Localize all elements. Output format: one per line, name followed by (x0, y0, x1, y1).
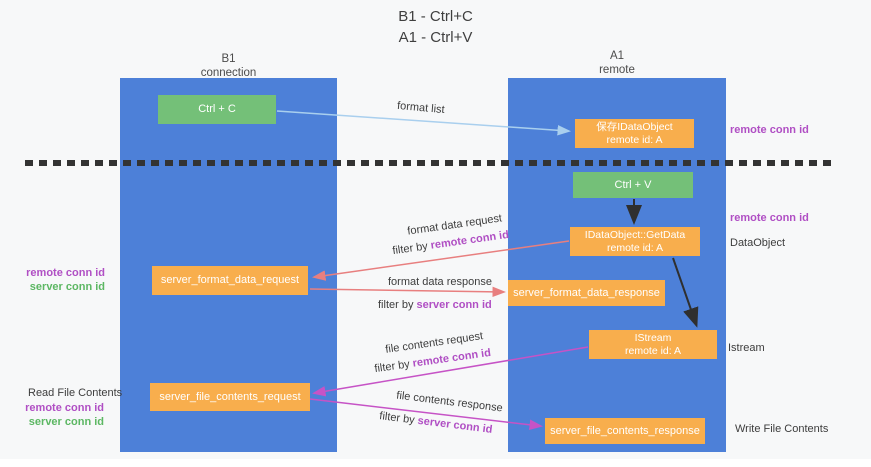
ctrl-v-label: Ctrl + V (614, 178, 652, 191)
getdata-line1: IDataObject::GetData (584, 228, 686, 241)
save-idataobject-line1: 保存IDataObject (596, 120, 673, 133)
node-idataobject-getdata: IDataObject::GetData remote id: A (570, 227, 700, 256)
filter-by-text: filter by (373, 358, 411, 376)
server-conn-id-text: server conn id (416, 414, 494, 436)
left-read-file-contents: Read File Contents (28, 387, 123, 399)
right-istream: Istream (728, 342, 765, 354)
ctrl-c-label: Ctrl + C (198, 103, 236, 115)
bottom-background-strip (0, 459, 871, 467)
lane-a1-name: A1 (609, 50, 625, 62)
node-server-format-data-request: server_format_data_request (152, 266, 308, 295)
left-server-conn-id-mid: server conn id (29, 281, 105, 293)
save-idataobject-line2: remote id: A (606, 133, 663, 146)
node-server-format-data-response: server_format_data_response (508, 280, 665, 306)
edge-label-filter-server-1: filter by server conn id (378, 299, 492, 311)
node-save-idataobject: 保存IDataObject remote id: A (575, 119, 694, 148)
edge-label-file-contents-response: file contents response (395, 389, 504, 415)
filter-by-text: filter by (378, 410, 416, 427)
edge-label-format-list: format list (396, 99, 446, 117)
lane-header-a1: A1 remote (508, 49, 726, 77)
server-format-data-response-label: server_format_data_response (513, 286, 660, 299)
istream-line1: IStream (634, 331, 672, 344)
getdata-line2: remote id: A (606, 241, 664, 254)
dashed-separator-line (25, 160, 837, 166)
server-conn-id-text: server conn id (416, 299, 492, 311)
diagram-title: B1 - Ctrl+C A1 - Ctrl+V (0, 6, 871, 48)
format-data-response-arrow (309, 286, 506, 298)
left-remote-conn-id-mid: remote conn id (26, 267, 105, 279)
right-remote-conn-id-top: remote conn id (730, 124, 809, 136)
lane-a1-subtitle: remote (599, 64, 635, 76)
istream-line2: remote id: A (624, 344, 682, 357)
left-remote-conn-id-bottom: remote conn id (25, 402, 104, 414)
filter-by-text: filter by (378, 299, 414, 311)
node-ctrl-c: Ctrl + C (158, 95, 276, 124)
node-ctrl-v: Ctrl + V (573, 172, 693, 198)
lane-b1-name: B1 (221, 53, 236, 65)
lane-b1-subtitle: connection (200, 67, 257, 79)
server-file-contents-request-label: server_file_contents_request (159, 390, 301, 403)
node-server-file-contents-response: server_file_contents_response (545, 418, 705, 444)
left-server-conn-id-bottom: server conn id (28, 416, 104, 428)
right-remote-conn-id-mid: remote conn id (730, 212, 809, 224)
title-line-1: B1 - Ctrl+C (398, 8, 473, 25)
right-dataobject: DataObject (730, 237, 786, 249)
right-write-file-contents: Write File Contents (735, 423, 829, 435)
filter-by-text: filter by (391, 240, 429, 258)
lane-header-b1: B1 connection (120, 52, 337, 80)
node-server-file-contents-request: server_file_contents_request (150, 383, 310, 411)
node-istream: IStream remote id: A (589, 330, 717, 359)
edge-label-filter-server-2: filter by server conn id (379, 410, 493, 436)
title-line-2: A1 - Ctrl+V (398, 29, 473, 46)
server-format-data-request-label: server_format_data_request (160, 274, 300, 286)
server-file-contents-response-label: server_file_contents_response (550, 424, 700, 437)
edge-label-format-data-response: format data response (388, 276, 492, 288)
